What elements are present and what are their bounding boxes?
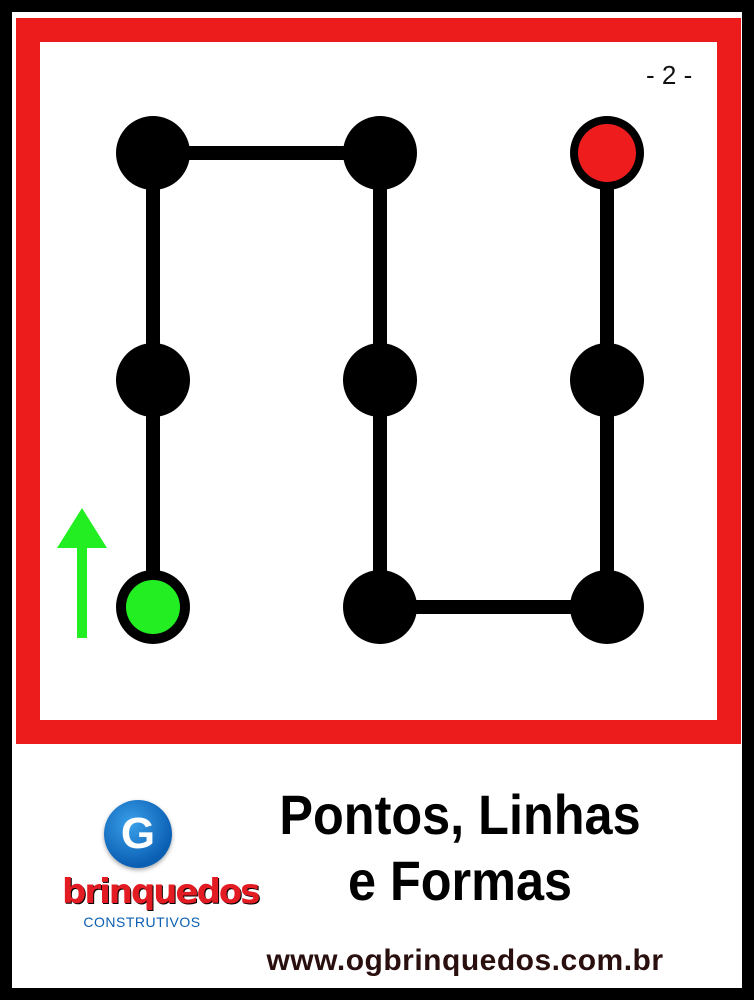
- title-line-1: Pontos, Linhas: [279, 783, 641, 846]
- logo-wordmark: brinquedos: [62, 872, 261, 912]
- path-lines: [146, 146, 614, 614]
- logo-subtitle: CONSTRUTIVOS: [83, 914, 201, 930]
- website-url[interactable]: www.ogbrinquedos.com.br: [266, 944, 664, 977]
- card-title: Pontos, Linhas e Formas: [262, 782, 658, 914]
- grid-dot: [343, 116, 417, 190]
- dot-path-board: [57, 116, 644, 644]
- grid-dot: [343, 343, 417, 417]
- grid-dot: [570, 343, 644, 417]
- title-line-2: e Formas: [347, 849, 573, 912]
- end-dot-fill: [578, 124, 636, 182]
- start-dot-fill: [126, 580, 180, 634]
- grid-dot: [116, 116, 190, 190]
- grid-dot: [570, 570, 644, 644]
- grid-dot: [343, 570, 417, 644]
- logo-g-icon: G: [104, 800, 172, 868]
- up-arrow-icon: [57, 508, 107, 638]
- grid-dot: [116, 343, 190, 417]
- brand-logo: G brinquedos CONSTRUTIVOS: [54, 792, 261, 942]
- dots: [116, 116, 644, 644]
- page-number: - 2 -: [646, 60, 693, 90]
